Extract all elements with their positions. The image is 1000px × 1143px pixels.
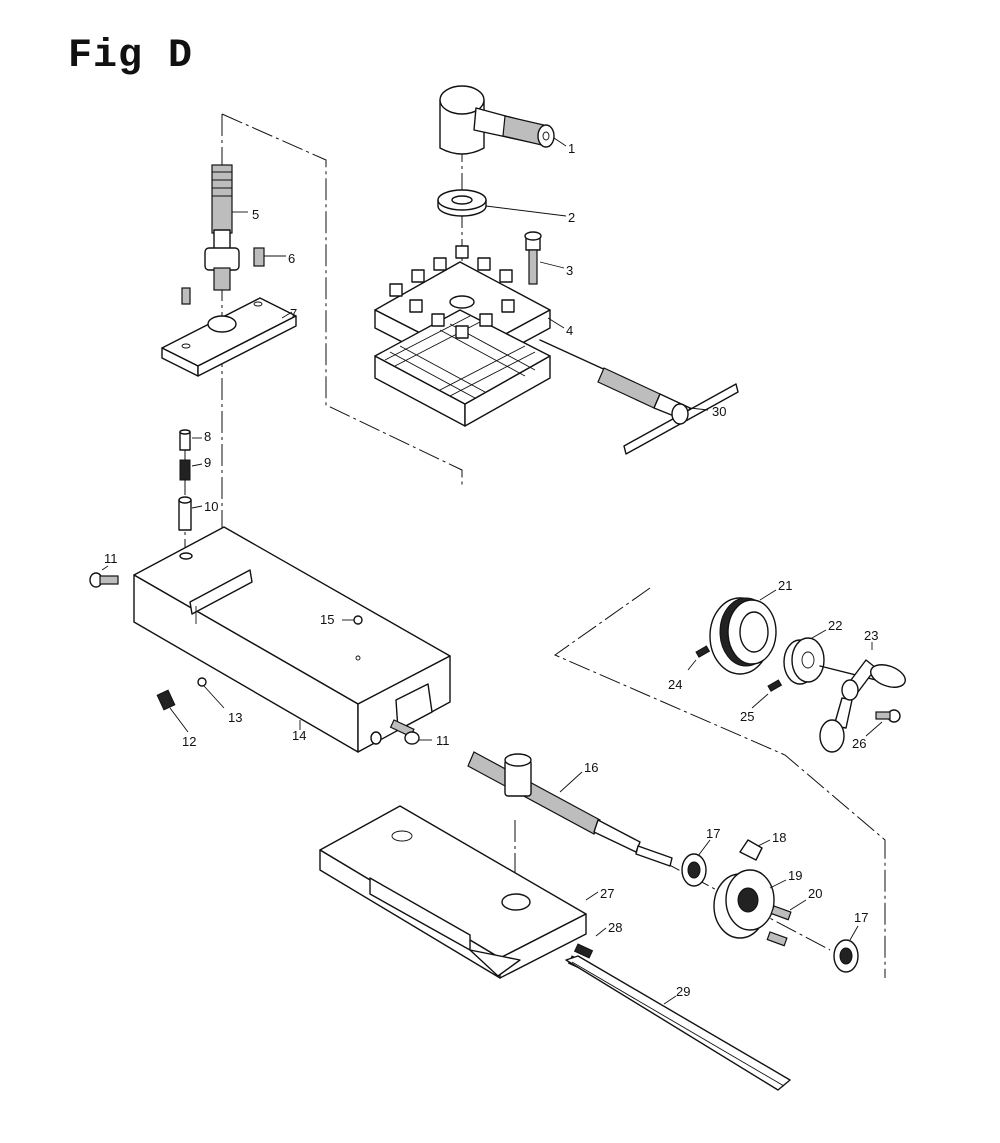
callout-8: 8 (204, 429, 211, 444)
callout-1: 1 (568, 141, 575, 156)
callout-20: 20 (808, 886, 822, 901)
part-set-screw-25 (767, 679, 783, 692)
part-collar (783, 637, 825, 685)
callout-27: 27 (600, 886, 614, 901)
callout-29: 29 (676, 984, 690, 999)
callout-4: 4 (566, 323, 573, 338)
part-key (739, 839, 763, 861)
callout-15: 15 (320, 612, 334, 627)
callout-17-lower: 17 (854, 910, 868, 925)
part-cross-slide (319, 805, 587, 979)
part-gib-strip (565, 955, 791, 1091)
callout-30: 30 (712, 404, 726, 419)
callout-18: 18 (772, 830, 786, 845)
part-handle-lever (439, 85, 555, 155)
callout-6: 6 (288, 251, 295, 266)
callout-11-lower: 11 (436, 733, 450, 748)
callout-19: 19 (788, 868, 802, 883)
callout-12: 12 (182, 734, 196, 749)
callout-23: 23 (864, 628, 878, 643)
leader-lines (101, 137, 883, 1005)
part-crank-handle (819, 659, 906, 753)
callout-24: 24 (668, 677, 682, 692)
part-stud (204, 164, 240, 291)
part-lock-nut-lower (833, 939, 859, 973)
part-pin (179, 429, 191, 451)
part-grub-screw (156, 689, 176, 711)
callout-3: 3 (566, 263, 573, 278)
part-bolt (524, 231, 542, 285)
callout-17-upper: 17 (706, 826, 720, 841)
part-spring (179, 459, 191, 481)
callout-28: 28 (608, 920, 622, 935)
callout-25: 25 (740, 709, 754, 724)
part-sleeve (178, 496, 192, 531)
part-cap-screws (766, 905, 792, 947)
callout-2: 2 (568, 210, 575, 225)
part-bearing-bracket (713, 869, 775, 939)
callout-26: 26 (852, 736, 866, 751)
callout-10: 10 (204, 499, 218, 514)
callout-11-upper: 11 (104, 551, 118, 566)
callout-14: 14 (292, 728, 306, 743)
part-tool-post (374, 245, 551, 427)
tool-post-bolts (389, 245, 515, 339)
part-slide-plate (161, 297, 297, 377)
part-screw-26 (875, 709, 901, 723)
part-lead-screw (467, 751, 673, 867)
part-compound-slide (133, 526, 451, 753)
callout-9: 9 (204, 455, 211, 470)
part-screw-upper (89, 572, 119, 588)
figure-title: Fig D (68, 34, 194, 79)
callout-13: 13 (228, 710, 242, 725)
part-screw-lower (389, 719, 420, 745)
part-dial-ring (709, 597, 777, 675)
part-t-wrench (539, 339, 739, 455)
part-set-screw-24 (695, 645, 711, 658)
callout-7: 7 (290, 306, 297, 321)
part-set-screw (181, 247, 265, 305)
callout-16: 16 (584, 760, 598, 775)
callout-21: 21 (778, 578, 792, 593)
part-washer (437, 189, 487, 217)
callout-22: 22 (828, 618, 842, 633)
part-ball (197, 677, 207, 687)
part-lock-nut-upper (681, 853, 707, 887)
part-oil-cup (353, 615, 363, 661)
callout-5: 5 (252, 207, 259, 222)
callout-labels: 1 2 3 4 5 6 7 8 9 10 11 12 13 14 15 11 1… (104, 141, 878, 999)
